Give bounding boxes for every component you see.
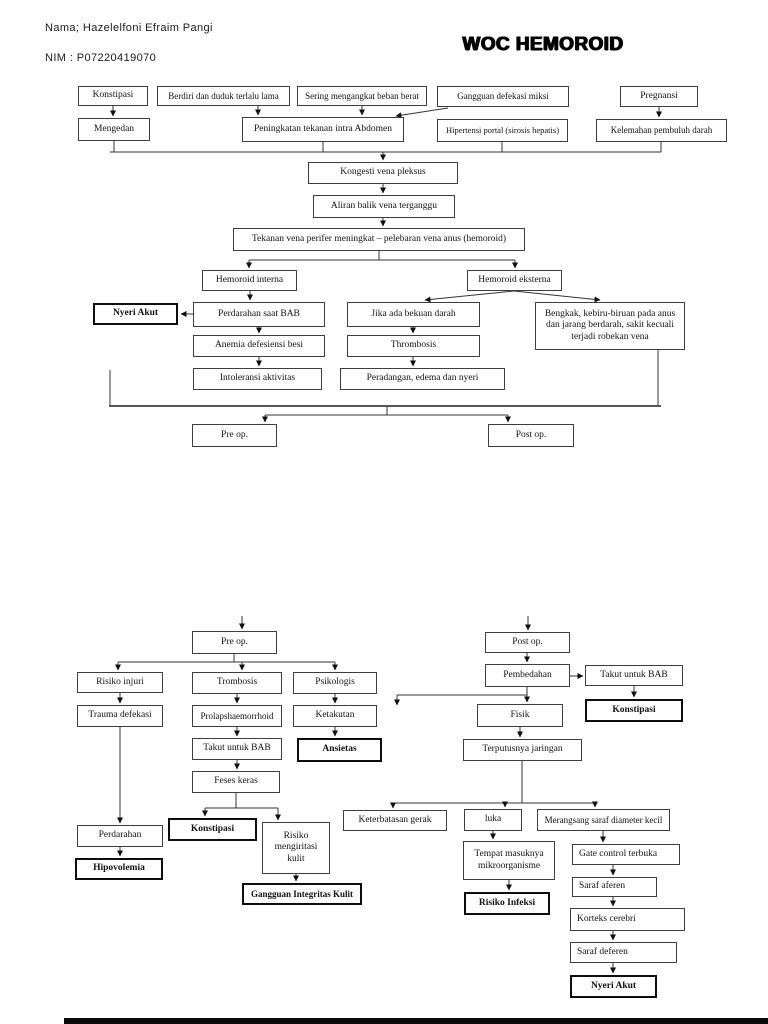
node-nyeri-akut-1: Nyeri Akut: [93, 303, 178, 325]
node-hipertensi-portal: Hipertensi portal (sirosis hepatis): [437, 119, 568, 142]
node-thrombosis: Thrombosis: [347, 335, 480, 357]
node-ketakutan: Ketakutan: [293, 705, 377, 727]
student-nim: NIM : P07220419070: [45, 52, 157, 64]
node-pre-op-1: Pre op.: [192, 424, 277, 447]
node-merangsang-saraf: Merangsang saraf diameter kecil: [537, 809, 670, 831]
node-konstipasi: Konstipasi: [78, 86, 148, 106]
node-hipovolemia: Hipovolemia: [75, 858, 163, 880]
node-konstipasi-3: Konstipasi: [585, 699, 683, 722]
node-gate-control: Gate control terbuka: [572, 844, 680, 865]
node-saraf-deferen: Saraf deferen: [570, 942, 677, 963]
node-gangguan-defekasi: Gangguan defekasi miksi: [437, 86, 569, 107]
node-nyeri-akut-2: Nyeri Akut: [570, 975, 657, 998]
node-peradangan-edema: Peradangan, edema dan nyeri: [340, 368, 505, 390]
node-berdiri-duduk: Berdiri dan duduk terlalu lama: [157, 86, 290, 106]
node-kelemahan-pembuluh: Kelemahan pembuluh darah: [596, 119, 727, 142]
scan-artifact-bar: [64, 1018, 768, 1024]
node-anemia: Anemia defesiensi besi: [193, 335, 325, 357]
student-name: Nama; Hazelelfoni Efraim Pangi: [45, 22, 213, 34]
node-risiko-injuri: Risiko injuri: [77, 672, 163, 693]
node-korteks-cerebri: Korteks cerebri: [570, 908, 685, 931]
node-bengkak: Bengkak, kebiru-biruan pada anus dan jar…: [535, 302, 685, 350]
node-takut-untuk-bab-1: Takut untuk BAB: [192, 738, 282, 760]
node-risiko-mengiritasi-kulit: Risiko mengiritasi kulit: [262, 822, 330, 874]
node-intoleransi-aktivitas: Intoleransi aktivitas: [193, 368, 322, 390]
node-takut-untuk-bab-2: Takut untuk BAB: [585, 665, 683, 686]
node-perdarahan-saat-bab: Perdarahan saat BAB: [193, 302, 325, 327]
node-feses-keras: Feses keras: [192, 771, 280, 793]
node-mengedan: Mengedan: [78, 118, 150, 141]
node-hemoroid-interna: Hemoroid interna: [202, 270, 297, 291]
node-jika-ada-bekuan: Jika ada bekuan darah: [347, 302, 480, 327]
node-gangguan-integritas-kulit: Gangguan Integritas Kulit: [242, 883, 362, 905]
node-luka: luka: [464, 809, 522, 831]
node-tekanan-vena-perifer: Tekanan vena perifer meningkat – pelebar…: [233, 228, 525, 251]
node-konstipasi-2: Konstipasi: [168, 818, 257, 841]
node-trauma-defekasi: Trauma defekasi: [77, 705, 163, 727]
node-pregnansi: Pregnansi: [620, 86, 698, 107]
node-fisik: Fisik: [477, 704, 563, 727]
node-aliran-balik: Aliran balik vena terganggu: [313, 195, 455, 218]
node-terputusnya-jaringan: Terputusnya jaringan: [463, 739, 582, 761]
node-hemoroid-eksterna: Hemoroid eksterna: [467, 270, 562, 291]
node-tempat-masuknya-mikroorganisme: Tempat masuknya mikroorganisme: [463, 841, 555, 880]
node-perdarahan: Perdarahan: [77, 825, 163, 847]
node-peningkatan-tekanan: Peningkatan tekanan intra Abdomen: [242, 117, 404, 142]
node-ansietas: Ansietas: [297, 738, 382, 762]
node-saraf-aferen: Saraf aferen: [572, 877, 657, 897]
node-risiko-infeksi: Risiko Infeksi: [464, 892, 550, 915]
node-pembedahan: Pembedahan: [485, 664, 570, 687]
node-pre-op-2: Pre op.: [192, 631, 277, 654]
node-mengangkat-beban: Sering mengangkat beban berat: [297, 86, 427, 106]
node-trombosis: Trombosis: [192, 672, 282, 694]
node-psikologis: Psikologis: [293, 672, 377, 694]
page-title: WOC HEMOROID: [462, 34, 624, 55]
node-keterbatasan-gerak: Keterbatasan gerak: [343, 810, 447, 831]
node-prolapshaemorrhoid: Prolapshaemorrhoid: [192, 705, 282, 727]
node-kongesti-vena: Kongesti vena pleksus: [308, 162, 458, 184]
node-post-op-1: Post op.: [488, 424, 574, 447]
node-post-op-2: Post op.: [485, 632, 570, 653]
